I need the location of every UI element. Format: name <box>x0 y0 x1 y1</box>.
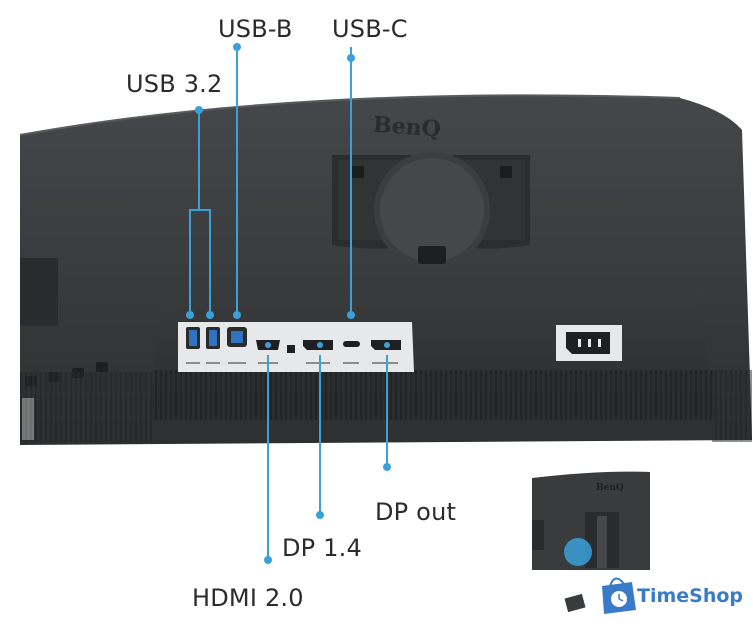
usb-c-port <box>343 341 360 347</box>
label-usb-32: USB 3.2 <box>126 70 223 98</box>
callout-lines <box>189 47 388 560</box>
watermark-text: TimeShop <box>637 585 744 607</box>
label-usb-c: USB-C <box>332 15 408 43</box>
inset-thumbnail <box>530 470 740 613</box>
label-dp-14: DP 1.4 <box>282 534 362 562</box>
vesa-mount <box>332 152 530 268</box>
callout-dots <box>186 43 391 564</box>
power-socket <box>556 325 622 361</box>
shopping-bag-clock-icon <box>602 577 636 614</box>
label-dp-out: DP out <box>375 498 457 526</box>
label-usb-b: USB-B <box>218 15 293 43</box>
label-hdmi: HDMI 2.0 <box>192 584 304 612</box>
brand-logo: BenQ <box>372 112 441 143</box>
port-panel <box>178 322 414 372</box>
inset-brand-logo: BenQ <box>596 483 624 493</box>
